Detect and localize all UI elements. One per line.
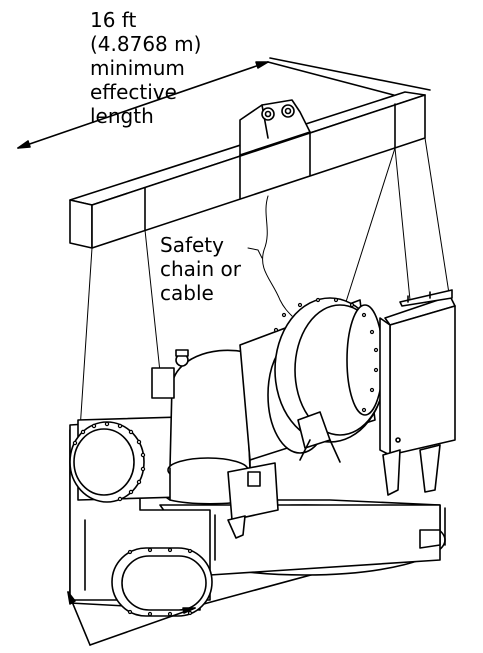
lifting-lug: [240, 100, 310, 155]
beam-length-line-1: 16 ft: [90, 8, 137, 32]
beam-length-line-3: minimum: [90, 56, 185, 80]
top-fittings: [152, 350, 340, 462]
safety-chain: [263, 196, 292, 316]
safety-line-1: Safety: [160, 233, 224, 257]
control-box: [380, 290, 455, 495]
waterbox-round: [70, 422, 145, 502]
safety-leader: [248, 248, 262, 258]
safety-chain-label: Safety chain or cable: [160, 233, 241, 305]
safety-line-2: chain or: [160, 257, 241, 281]
starter-panel: [228, 463, 278, 538]
dimension-line: [18, 58, 430, 148]
beam-length-line-2: (4.8768 m): [90, 32, 202, 56]
base-pointer-arrows: [68, 592, 195, 645]
compressor: [240, 298, 385, 460]
safety-line-3: cable: [160, 281, 214, 305]
beam-length-line-5: length: [90, 104, 154, 128]
beam-length-line-4: effective: [90, 80, 177, 104]
rigging-cables: [80, 138, 450, 430]
waterbox-oval: [112, 548, 212, 616]
beam-length-label: 16 ft (4.8768 m) minimum effective lengt…: [90, 8, 201, 128]
